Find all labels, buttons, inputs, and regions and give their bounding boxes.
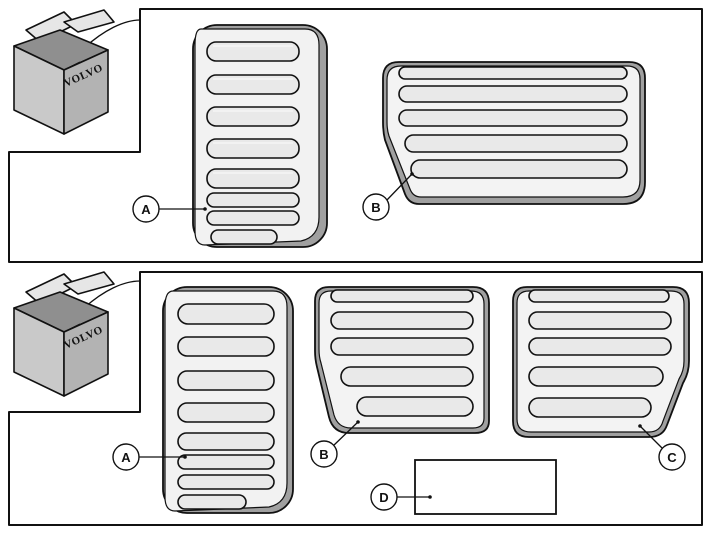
callout-a-label: A: [121, 450, 131, 465]
callout-c-label: C: [667, 450, 677, 465]
callout-b-label: B: [319, 447, 328, 462]
brake-pedal-pad: [192, 24, 328, 248]
accelerator-pedal-pad: [382, 61, 646, 205]
callout-b-bottom: B: [310, 420, 360, 468]
accelerator-pedal-pad-small: [512, 286, 690, 438]
callout-b-top: B: [362, 172, 414, 221]
callout-a-top: A: [132, 195, 207, 223]
callout-a-bottom: A: [112, 443, 187, 471]
clutch-pedal-pad: [162, 286, 294, 514]
panel-top: VOLVO: [8, 8, 703, 263]
callout-c-bottom: C: [638, 424, 686, 471]
callout-a-label: A: [141, 202, 151, 217]
brake-pedal-pad-wide: [314, 286, 490, 434]
accessory-box-icon: VOLVO: [13, 271, 115, 397]
callout-b-label: B: [371, 200, 380, 215]
callout-d-label: D: [379, 490, 388, 505]
accessory-box-icon: VOLVO: [13, 9, 115, 135]
callout-d-bottom: D: [370, 483, 432, 511]
item-d-box: [414, 459, 557, 515]
panel-bottom: VOLVO: [8, 271, 703, 526]
